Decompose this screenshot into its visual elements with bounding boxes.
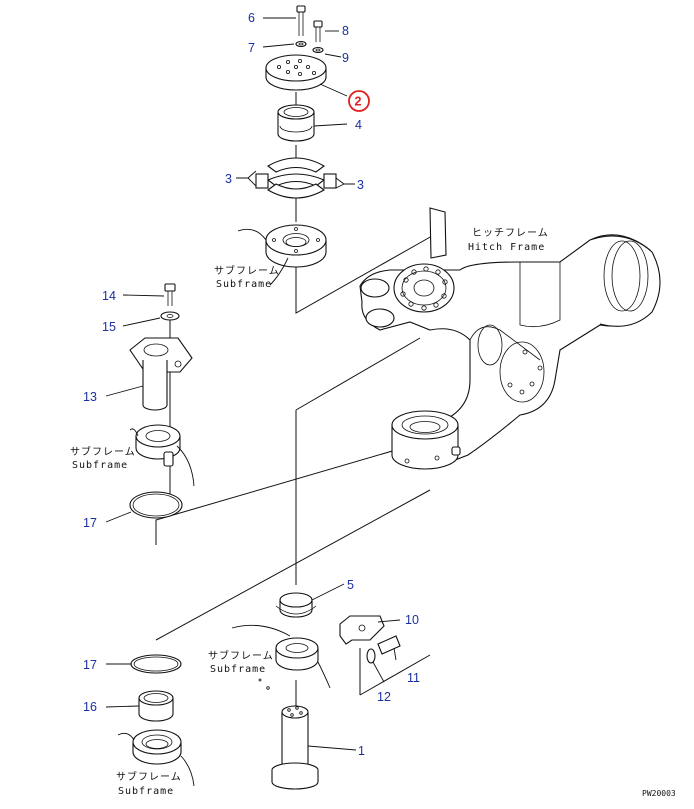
shims-3 (255, 157, 337, 199)
callout-17-upper: 17 (83, 516, 97, 530)
callout-4: 4 (355, 118, 362, 132)
pin-1 (271, 705, 319, 790)
bushing-4 (277, 104, 315, 142)
bushing-16 (138, 690, 174, 722)
callout-10: 10 (405, 613, 419, 627)
callout-3-right: 3 (357, 178, 364, 192)
callout-2: 2 (355, 95, 362, 109)
subframe-boss-bottom (132, 729, 182, 765)
callout-17-lower: 17 (83, 658, 97, 672)
label-hitch-jp: ヒッチフレーム (472, 227, 549, 239)
callout-6: 6 (248, 11, 255, 25)
cap-2 (265, 54, 327, 91)
callout-15: 15 (102, 320, 116, 334)
label-subframe-en-left: Subframe (72, 460, 128, 471)
center-line-bracket-2 (359, 654, 431, 696)
subframe-boss-lower (258, 637, 319, 690)
callout-11: 11 (407, 671, 420, 685)
label-subframe-jp-left: サブフレーム (70, 445, 136, 458)
seal-5 (275, 592, 317, 618)
bolt-14 (164, 283, 176, 306)
bracket-10 (339, 615, 385, 645)
label-subframe-jp-lower: サブフレーム (208, 649, 274, 662)
subframe-boss-left (135, 424, 181, 467)
drawing-code: PW20003 (642, 789, 676, 798)
center-line-lower (155, 489, 431, 641)
center-line-to-hitch (295, 337, 421, 411)
callout-1: 1 (358, 744, 365, 758)
leader-lines (105, 17, 401, 787)
callout-12: 12 (377, 690, 391, 704)
labels: サブフレーム Subframe ヒッチフレーム Hitch Frame サブフレ… (70, 227, 676, 798)
label-subframe-en-bottom: Subframe (118, 786, 174, 797)
label-subframe-en-upper: Subframe (216, 279, 272, 290)
callout-3-left: 3 (225, 172, 232, 186)
oring-17-upper (129, 491, 183, 519)
pin-13 (129, 337, 193, 411)
callout-14: 14 (102, 289, 116, 303)
center-line-oring (155, 439, 431, 545)
callout-5: 5 (347, 578, 354, 592)
highlight-circle (348, 90, 370, 112)
washer-12 (366, 648, 376, 664)
hitch-frame (359, 207, 661, 470)
callout-16: 16 (83, 700, 97, 714)
callout-9: 9 (342, 51, 349, 65)
bolt-8 (313, 20, 323, 42)
callout-7: 7 (248, 41, 255, 55)
oring-17-lower (130, 654, 182, 674)
subframe-boss-upper (265, 224, 327, 268)
washer-9 (312, 46, 324, 54)
label-subframe-jp-bottom: サブフレーム (116, 770, 182, 783)
center-line-upper (295, 235, 433, 314)
label-subframe-jp-upper: サブフレーム (214, 264, 280, 277)
bolt-11 (377, 635, 401, 655)
label-subframe-en-lower: Subframe (210, 664, 266, 675)
label-hitch-en: Hitch Frame (468, 242, 545, 253)
callout-13: 13 (83, 390, 97, 404)
callout-8: 8 (342, 24, 349, 38)
washer-7 (295, 40, 307, 48)
bolt-6 (296, 5, 306, 36)
callouts: 6 8 7 9 2 4 3 3 14 15 13 17 5 10 17 11 1… (83, 11, 420, 758)
washer-15 (160, 311, 180, 321)
